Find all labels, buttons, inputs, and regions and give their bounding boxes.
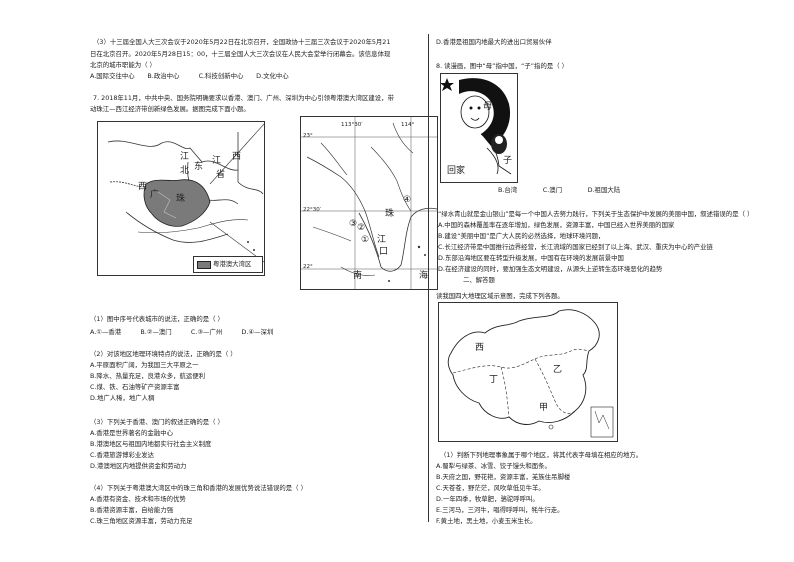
q9-line5: D.东部沿海地区要在转型升级发展，中国有在环境的发展前景中国 [438,254,624,262]
q7-3-option-a: A.香港是世界著名的金融中心 [90,429,173,437]
label-guang: 广 [150,190,160,200]
q7-2-option-a: A.平原面积广阔，为我国三大平原之一 [90,361,199,369]
label-zhu2: 珠 [385,209,395,219]
label-jiang3: 江 [377,235,387,245]
legend-label: 粤港澳大湾区 [213,260,252,268]
q10-1-stem: （1）判断下列地理事象属于哪个地区，将其代表字母填在相应的地方。 [440,451,643,459]
lon-113-30: 113°30′ [341,122,363,128]
q8-stem: 8. 读漫画，图中“母”指中国，“子”指的是（ ） [436,62,569,70]
q3-options: A.国际交往中心 B.政治中心 C.科技创新中心 D.文化中心 [90,72,289,80]
q7-4-option-a: A.香港有资金、技术和市场的优势 [90,495,186,503]
lat-22: 22° [303,264,313,270]
q7-3-option-b: B.港澳地区与祖国内地都实行社会主义制度 [90,440,212,448]
label-hai: 海 [419,271,429,281]
q7-2-option-c: C.煤、铁、石油等矿产资源丰富 [90,383,180,391]
label-xi: 西 [232,152,242,162]
legend-swatch [197,261,211,269]
q9-line1: “绿水青山就是金山银山”是每一个中国人去努力践行，下列关于生态保护中发展的美丽中… [438,210,754,218]
q10-1-item-f: F.黄土地，黑土地，小麦玉米生长。 [436,517,537,525]
mother-child-cartoon: 母 子 回家 [440,73,518,183]
cartoon-zi: 子 [503,156,513,166]
marker-4: ④ [403,195,412,205]
q3-stem-line1: （3）十三届全国人大三次会议于2020年5月22日在北京召开，全国政协十三届三次… [93,38,391,46]
prev-option-d: D.香港是祖国内地最大的进出口贸易伙伴 [436,38,552,46]
q7-2-stem: （2）对该地区地理环境特点的说法，正确的是（ ） [90,350,237,358]
q10-1-item-a: A.蜀犁与绿茶、冰雪、饺子馒头和面条。 [436,462,551,470]
label-xi2: 西 [138,182,148,192]
region-jia: 甲 [539,403,549,413]
lat-23: 23° [303,133,313,139]
label-bei: 北 [180,166,190,176]
q9-line4: C.长江经济带是中国推行边界经营，长江流域的国家已经到了以上海、武汉、重庆为中心… [438,243,713,251]
label-sheng: 省 [216,170,226,180]
star-icon [441,78,454,91]
q10-1-item-d: D.一年四季，牧草肥，骆驼呼呼叫。 [436,495,539,503]
region-yi: 乙 [553,365,563,375]
column-divider [428,34,429,522]
marker-3: ③ [349,219,358,229]
q9-line3: B.建设“美丽中国”是广大人民的必然选择，地球环境问题， [438,232,605,240]
cartoon-mu: 母 [483,102,493,112]
q7-stem-line2: 动珠江—西江经济带创新绿色发展。据图完成下面小题。 [90,105,250,113]
map-legend: 粤港澳大湾区 [193,256,263,273]
q3-stem-line2: 日在北京召开。2020年5月28日15：00，十三届全国人大三次会议在人民大会堂… [90,50,391,58]
label-jiang: 江 [180,152,190,162]
q9-line6: D.在经济建设的同时，要加强生态文明建设，从源头上逆转生态环境恶化的趋势 [438,265,663,273]
pearl-river-delta-map: 113°30′ 114° 23° 22°30′ 22° 珠 江 口 南 海 ① … [300,116,438,290]
label-kou: 口 [379,247,389,257]
q7-2-option-b: B.降水、热量充足，良港众多，航运便利 [90,372,206,380]
q7-stem-line1: 7. 2018年11月，中共中央、国务院明确要求以香港、澳门、广州、深圳为中心引… [93,94,394,102]
marker-1: ① [361,235,370,245]
guangdong-region-map: 江 北 东 江 省 西 西 广 珠 粤港澳大湾区 [97,121,265,276]
cartoon-huijia: 回家 [447,166,466,176]
lon-114: 114° [401,122,415,128]
region-ding: 丁 [489,375,499,385]
q7-2-option-d: D.地广人稀，地广人稠 [90,394,155,402]
china-four-regions-map: 西 丁 乙 甲 [438,302,618,442]
q7-1-stem: （1）图中序号代表城市的说法，正确的是（ ） [90,315,224,323]
label-nan: 南 [353,271,363,281]
label-dong: 东 [194,162,204,172]
region-xi: 西 [475,343,485,353]
label-jiang2: 江 [212,156,222,166]
q10-stem: 读我国四大地理区域示意图，完成下列各题。 [436,292,564,300]
q7-1-options: A.①—香港 B.②—澳门 C.③—广州 D.④—深圳 [90,328,274,336]
lat-22-30: 22°30′ [303,207,321,213]
q7-4-option-b: B.香港资源丰富，自给能力强 [90,506,174,514]
q10-1-item-b: B.天府之国，野花艳，资源丰富，羌族住吊脚楼 [436,473,571,481]
q7-3-option-d: D.港澳地区内地提供资金和劳动力 [90,462,187,470]
marker-2: ② [357,223,366,233]
q9-line2: A.中国的森林覆盖率在逐年增加，绿色发展，资源丰富，中国已经入世界美丽的国家 [438,221,675,229]
label-zhu: 珠 [176,194,186,204]
q3-stem-line3: 北京的城市职能为（ ） [90,61,156,69]
q10-1-item-e: E.三河马，三河牛，唱得呼呼叫，牦牛行走。 [436,506,564,514]
q7-4-option-c: C.珠三角地区资源丰富，劳动力充足 [90,517,193,525]
section-heading: 二、解答题 [463,276,495,284]
q7-3-stem: （3）下列关于香港、澳门的叙述正确的是（ ） [90,418,224,426]
q7-3-option-c: C.香港旅游博彩业发达 [90,451,155,459]
q8-options: B.台湾 C.澳门 D.祖国大陆 [498,186,621,194]
q10-1-item-c: C.天苍苍，野茫茫，风吹草低见牛羊。 [436,484,545,492]
q7-4-stem: （4）下列关于粤港澳大湾区中的珠三角和香港的发展优势说法错误的是（ ） [90,484,307,492]
